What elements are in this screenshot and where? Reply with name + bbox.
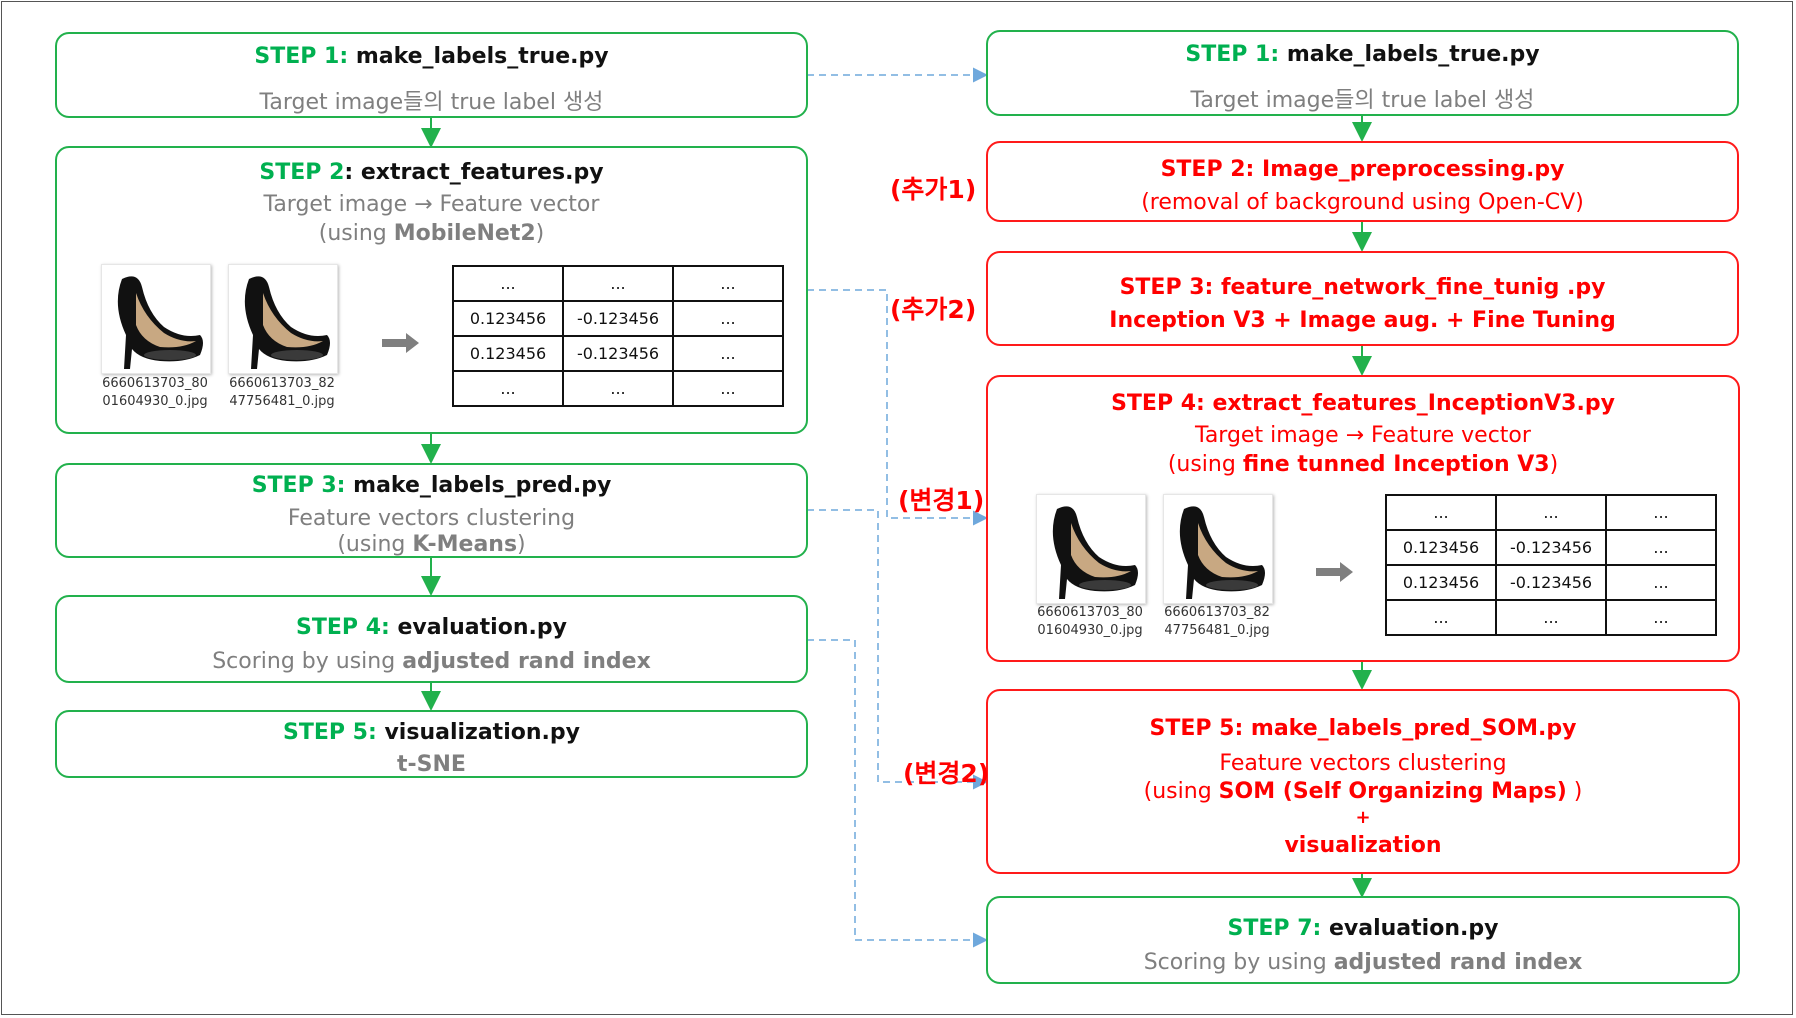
gray-arrow-icon	[1316, 562, 1353, 582]
feature-vector-table-right: ......... 0.123456-0.123456... 0.123456-…	[1385, 494, 1717, 636]
right-step4-desc: Target image → Feature vector	[1195, 423, 1531, 448]
gray-arrow-icon	[382, 333, 419, 353]
shoe-caption-4b: 47756481_0.jpg	[1164, 623, 1270, 638]
right-step2-box: STEP 2: Image_preprocessing.py (removal …	[986, 141, 1739, 222]
shoe-image-1	[101, 264, 211, 374]
shoe-image-3	[1036, 494, 1146, 604]
shoe-caption-2b: 47756481_0.jpg	[229, 394, 335, 409]
right-step3-desc: Inception V3 + Image aug. + Fine Tuning	[1109, 308, 1616, 333]
right-step7-file: evaluation.py	[1329, 916, 1499, 941]
shoe-caption-3a: 6660613703_80	[1037, 605, 1143, 620]
shoe-caption-1a: 6660613703_80	[102, 376, 208, 391]
left-step2-desc: Target image → Feature vector	[263, 192, 600, 217]
shoe-caption-1b: 01604930_0.jpg	[102, 394, 208, 409]
right-step1-file: make_labels_true.py	[1286, 42, 1540, 67]
right-step7-box: STEP 7: evaluation.py Scoring by using a…	[986, 896, 1740, 984]
left-step3-model: K-Means	[412, 532, 518, 557]
tag-add1: (추가1)	[890, 175, 977, 204]
table-row: .........	[452, 265, 784, 302]
left-step1-label: STEP 1:	[254, 44, 349, 69]
right-step3-box: STEP 3: feature_network_fine_tunig .py I…	[986, 251, 1739, 346]
left-step1-file: make_labels_true.py	[355, 44, 609, 69]
left-step3-file: make_labels_pred.py	[353, 473, 612, 498]
left-step4-file: evaluation.py	[397, 615, 567, 640]
right-step1-box: STEP 1: make_labels_true.py Target image…	[986, 30, 1739, 116]
left-step2-file: : extract_features.py	[344, 160, 604, 185]
table-row: .........	[1385, 599, 1717, 636]
right-step3-title: STEP 3: feature_network_fine_tunig .py	[1119, 275, 1606, 300]
tag-add2: (추가2)	[890, 295, 977, 324]
dash-step4	[807, 639, 988, 948]
right-step5-model: SOM (Self Organizing Maps)	[1218, 779, 1567, 804]
table-row: .........	[452, 370, 784, 407]
right-step4-model: fine tunned Inception V3	[1242, 452, 1550, 477]
left-step1-desc: Target image들의 true label 생성	[259, 90, 604, 115]
shoe-image-2	[228, 264, 338, 374]
shoe-icon	[1052, 506, 1138, 599]
table-row: 0.123456-0.123456...	[452, 300, 784, 337]
right-step2-desc: (removal of background using Open-CV)	[1141, 190, 1584, 215]
right-step5-plus: +	[1355, 807, 1371, 828]
left-step5-file: visualization.py	[384, 720, 580, 745]
shoe-icon	[117, 276, 203, 369]
right-step5-box: STEP 5: make_labels_pred_SOM.py Feature …	[986, 689, 1740, 874]
left-step1-box: STEP 1: make_labels_true.py Target image…	[55, 32, 808, 118]
dash-step3	[807, 509, 988, 790]
table-row: 0.123456-0.123456...	[452, 335, 784, 372]
left-step5-desc: t-SNE	[397, 752, 466, 777]
right-step2-title: STEP 2: Image_preprocessing.py	[1160, 157, 1565, 182]
right-step5-title: STEP 5: make_labels_pred_SOM.py	[1149, 716, 1577, 741]
dash-step2	[807, 289, 988, 526]
left-step3-box: STEP 3: make_labels_pred.py Feature vect…	[55, 463, 808, 558]
left-step4-box: STEP 4: evaluation.py Scoring by using a…	[55, 595, 808, 683]
table-row: 0.123456-0.123456...	[1385, 529, 1717, 566]
right-step5-extra: visualization	[1284, 833, 1442, 858]
left-step2-label: STEP 2	[259, 160, 345, 185]
right-step1-label: STEP 1:	[1185, 42, 1280, 67]
left-step5-label: STEP 5:	[283, 720, 377, 745]
right-step4-title: STEP 4: extract_features_InceptionV3.py	[1111, 391, 1615, 416]
right-step7-label: STEP 7:	[1227, 916, 1322, 941]
feature-vector-table-left: ......... 0.123456-0.123456... 0.123456-…	[452, 265, 784, 407]
tag-change1: (변경1)	[898, 486, 985, 515]
shoe-caption-4a: 6660613703_82	[1164, 605, 1270, 620]
right-step7-metric: adjusted rand index	[1333, 950, 1583, 975]
table-row: 0.123456-0.123456...	[1385, 564, 1717, 601]
left-step3-desc: Feature vectors clustering	[287, 506, 576, 531]
shoe-caption-2a: 6660613703_82	[229, 376, 335, 391]
left-step4-metric: adjusted rand index	[402, 649, 651, 674]
shoe-icon	[244, 276, 330, 369]
shoe-image-4	[1163, 494, 1273, 604]
table-row: .........	[1385, 494, 1717, 531]
shoe-caption-3b: 01604930_0.jpg	[1037, 623, 1143, 638]
shoe-icon	[1179, 506, 1265, 599]
left-step5-box: STEP 5: visualization.py t-SNE	[55, 710, 808, 778]
left-step3-label: STEP 3:	[251, 473, 346, 498]
left-step2-model: MobileNet2	[393, 221, 536, 246]
tag-change2: (변경2)	[903, 759, 990, 788]
right-step5-desc: Feature vectors clustering	[1219, 751, 1507, 776]
left-step4-label: STEP 4:	[296, 615, 390, 640]
right-step1-desc: Target image들의 true label 생성	[1190, 88, 1535, 113]
